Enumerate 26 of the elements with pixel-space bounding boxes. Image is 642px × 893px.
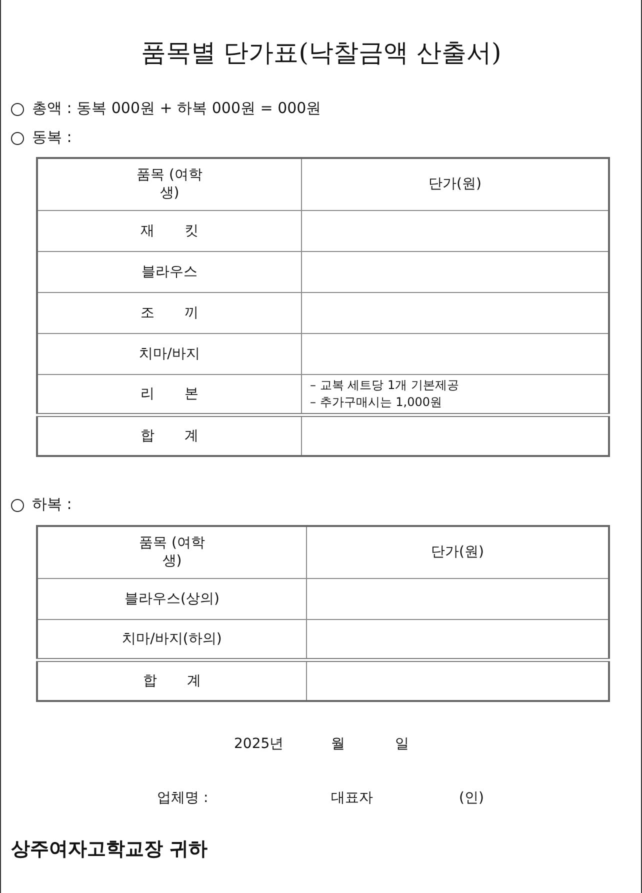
date-field: 일 [395, 735, 409, 753]
item-name: 재 킷 [140, 222, 199, 238]
date-field: 월 [331, 735, 345, 753]
item-name: 치마/바지(하의) [122, 630, 222, 647]
column-header: 품목 (여학생) [138, 534, 206, 570]
signature-field: 업체명 : [157, 789, 208, 807]
item-name: 치마/바지 [139, 346, 200, 362]
note-text: – 추가구매시는 1,000원 [310, 394, 443, 411]
signature-field: 대표자 [331, 789, 373, 807]
date-field: 2025년 [234, 735, 284, 753]
item-name: 블라우스(상의) [124, 590, 220, 606]
signature-field: (인) [459, 789, 484, 807]
section-label: 하복 : [32, 495, 72, 514]
total-label: 합 계 [140, 428, 199, 444]
item-name: 조 끼 [140, 304, 199, 320]
section-label: 동복 : [32, 128, 72, 147]
note-text: – 교복 세트당 1개 기본제공 [310, 376, 460, 394]
item-name: 리 본 [140, 386, 199, 402]
document-title: 품목별 단가표(낙찰금액 산출서) [140, 37, 502, 69]
item-name: 블라우스 [142, 264, 198, 280]
column-header: 품목 (여학생) [136, 166, 204, 202]
column-header: 단가(원) [431, 544, 484, 560]
section-label: 총액 : 동복 000원 + 하복 000원 = 000원 [32, 99, 322, 118]
column-header: 단가(원) [428, 176, 482, 192]
addressee-text: 상주여자고학교장 귀하 [11, 837, 208, 862]
total-label: 합 계 [142, 673, 202, 689]
